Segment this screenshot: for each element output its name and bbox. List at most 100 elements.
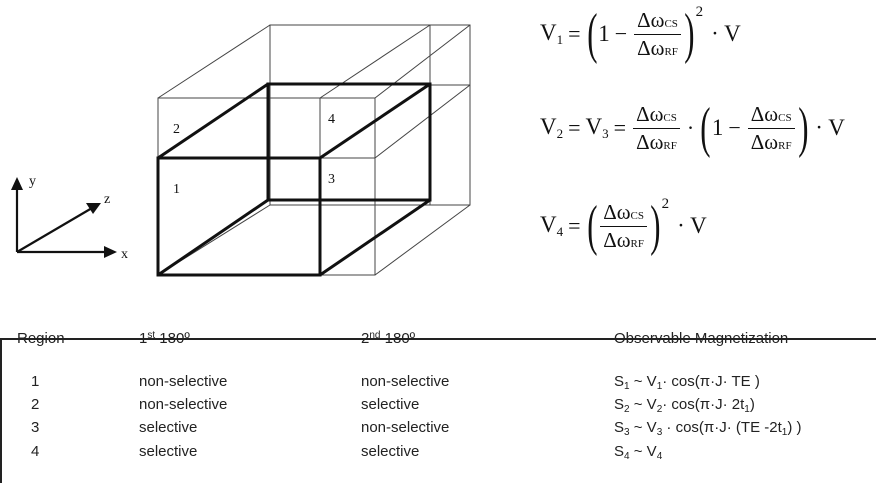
- equals-sign: =: [568, 213, 581, 238]
- obs-subscript: 4: [624, 451, 630, 462]
- eq-v2-den-b-sub: RF: [778, 139, 792, 152]
- cell-first-180: non-selective: [139, 373, 228, 390]
- close-paren: ): [797, 97, 809, 159]
- cell-first-180: selective: [139, 443, 198, 460]
- equation-v2-v3: V2 = V3 = ΔωCS ΔωRF · ( 1 − ΔωCS ΔωRF ) …: [540, 100, 845, 156]
- equation-v4: V4 = ( ΔωCS ΔωRF ) 2 · V: [540, 195, 707, 257]
- eq-v1-minus: −: [614, 21, 628, 46]
- eq-v1-lhs: V: [540, 20, 557, 45]
- obs-text: ~ V: [629, 396, 657, 413]
- obs-subscript: 1: [781, 427, 788, 438]
- eq-v2-tail: · V: [815, 115, 845, 140]
- region-label-3: 3: [328, 172, 335, 187]
- axis-label-z: z: [104, 192, 110, 207]
- eq-v2-lhs-sub: 2: [556, 126, 564, 141]
- cell-observable: S3 ~ V3 · cos(π·J· (TE -2t1) ): [614, 419, 802, 438]
- eq-v4-tail: · V: [677, 213, 707, 238]
- eq-v2-den-b: Δω: [750, 129, 779, 154]
- table-rule-vertical: [0, 338, 2, 483]
- equals-sign: =: [613, 115, 627, 140]
- coordinate-axes: [11, 177, 117, 258]
- eq-v1-exponent: 2: [695, 4, 704, 20]
- eq-v1-one: 1: [598, 21, 610, 46]
- cell-second-180: non-selective: [361, 373, 450, 390]
- eq-v2-den-a: Δω: [636, 129, 664, 154]
- header-first-sup: st: [147, 330, 156, 341]
- eq-v4-lhs: V: [540, 212, 557, 237]
- eq-v1-tail: · V: [711, 21, 741, 46]
- eq-v4-num-sub: CS: [630, 210, 644, 223]
- eq-v2-num-a: Δω: [636, 102, 664, 127]
- cell-observable: S1 ~ V1· cos(π·J· TE ): [614, 373, 760, 392]
- obs-text: · cos(π·J· TE ): [662, 373, 760, 390]
- eq-v4-num: Δω: [603, 200, 631, 225]
- obs-subscript: 1: [744, 404, 750, 415]
- eq-v1-den-sub: RF: [664, 45, 678, 58]
- eq-v2-fraction-a: ΔωCS ΔωRF: [633, 102, 680, 154]
- eq-v1-lhs-sub: 1: [556, 32, 564, 47]
- obs-text: ~ V: [629, 443, 657, 460]
- eq-v1-fraction: ΔωCS ΔωRF: [634, 9, 681, 60]
- cell-region: 3: [31, 419, 40, 436]
- equals-sign: =: [568, 115, 581, 140]
- open-paren: (: [586, 195, 598, 257]
- eq-v2-one: 1: [711, 115, 724, 140]
- table-header: Region 1st 180º 2nd 180º Observable Magn…: [0, 330, 876, 352]
- eq-v4-fraction: ΔωCS ΔωRF: [600, 200, 647, 251]
- axis-label-x: x: [121, 247, 128, 262]
- eq-v2-fraction-b: ΔωCS ΔωRF: [747, 102, 795, 154]
- open-paren: (: [700, 97, 711, 159]
- eq-v2-lhs: V: [540, 114, 557, 139]
- obs-text: ~ V: [629, 373, 657, 390]
- obs-text: ) ): [787, 419, 802, 436]
- obs-text: · cos(π·J· 2t: [662, 396, 745, 413]
- obs-subscript: 1: [624, 381, 630, 392]
- close-paren: ): [684, 3, 695, 65]
- cell-region: 4: [31, 443, 40, 460]
- obs-text: S: [614, 373, 625, 390]
- obs-text: S: [614, 396, 625, 413]
- cell-region: 2: [31, 396, 40, 413]
- eq-v2-minus: −: [728, 115, 741, 140]
- eq-v1-den: Δω: [637, 35, 665, 60]
- obs-subscript: 3: [656, 427, 663, 438]
- eq-v4-lhs-sub: 4: [556, 224, 564, 239]
- obs-text: ~ V: [629, 419, 657, 436]
- obs-subscript: 3: [624, 427, 630, 438]
- region-label-2: 2: [173, 122, 180, 137]
- cell-second-180: selective: [361, 396, 420, 413]
- close-paren: ): [650, 195, 661, 257]
- outer-box: [157, 24, 471, 276]
- equation-v1: V1 = ( 1 − ΔωCS ΔωRF ) 2 · V: [540, 3, 741, 65]
- cell-region: 1: [31, 373, 40, 390]
- region-label-1: 1: [173, 182, 180, 197]
- eq-v2-num-a-sub: CS: [663, 112, 677, 125]
- eq-v3-lhs-sub: 3: [602, 126, 609, 141]
- obs-text: · cos(π·J· (TE -2t: [662, 419, 782, 436]
- region-label-4: 4: [328, 112, 335, 127]
- dot-operator: ·: [686, 115, 695, 140]
- cell-observable: S2 ~ V2· cos(π·J· 2t1): [614, 396, 755, 415]
- obs-subscript: 2: [656, 404, 663, 415]
- eq-v3-lhs: V: [585, 114, 603, 139]
- eq-v2-num-b-sub: CS: [778, 112, 792, 125]
- obs-subscript: 1: [656, 381, 663, 392]
- eq-v1-num-sub: CS: [664, 18, 678, 31]
- obs-text: S: [614, 419, 625, 436]
- cell-second-180: non-selective: [361, 419, 450, 436]
- cell-first-180: selective: [139, 419, 198, 436]
- eq-v4-den-sub: RF: [630, 237, 644, 250]
- eq-v2-den-a-sub: RF: [663, 139, 677, 152]
- obs-text: ): [749, 396, 755, 413]
- table-rule-horizontal: [0, 338, 876, 340]
- axis-label-y: y: [29, 174, 36, 189]
- cell-first-180: non-selective: [139, 396, 228, 413]
- cell-observable: S4 ~ V4: [614, 443, 662, 462]
- eq-v2-num-b: Δω: [750, 102, 779, 127]
- region-box-diagram: 2 1 4 3 y z x: [11, 24, 471, 277]
- inner-selective-box: [156, 82, 432, 277]
